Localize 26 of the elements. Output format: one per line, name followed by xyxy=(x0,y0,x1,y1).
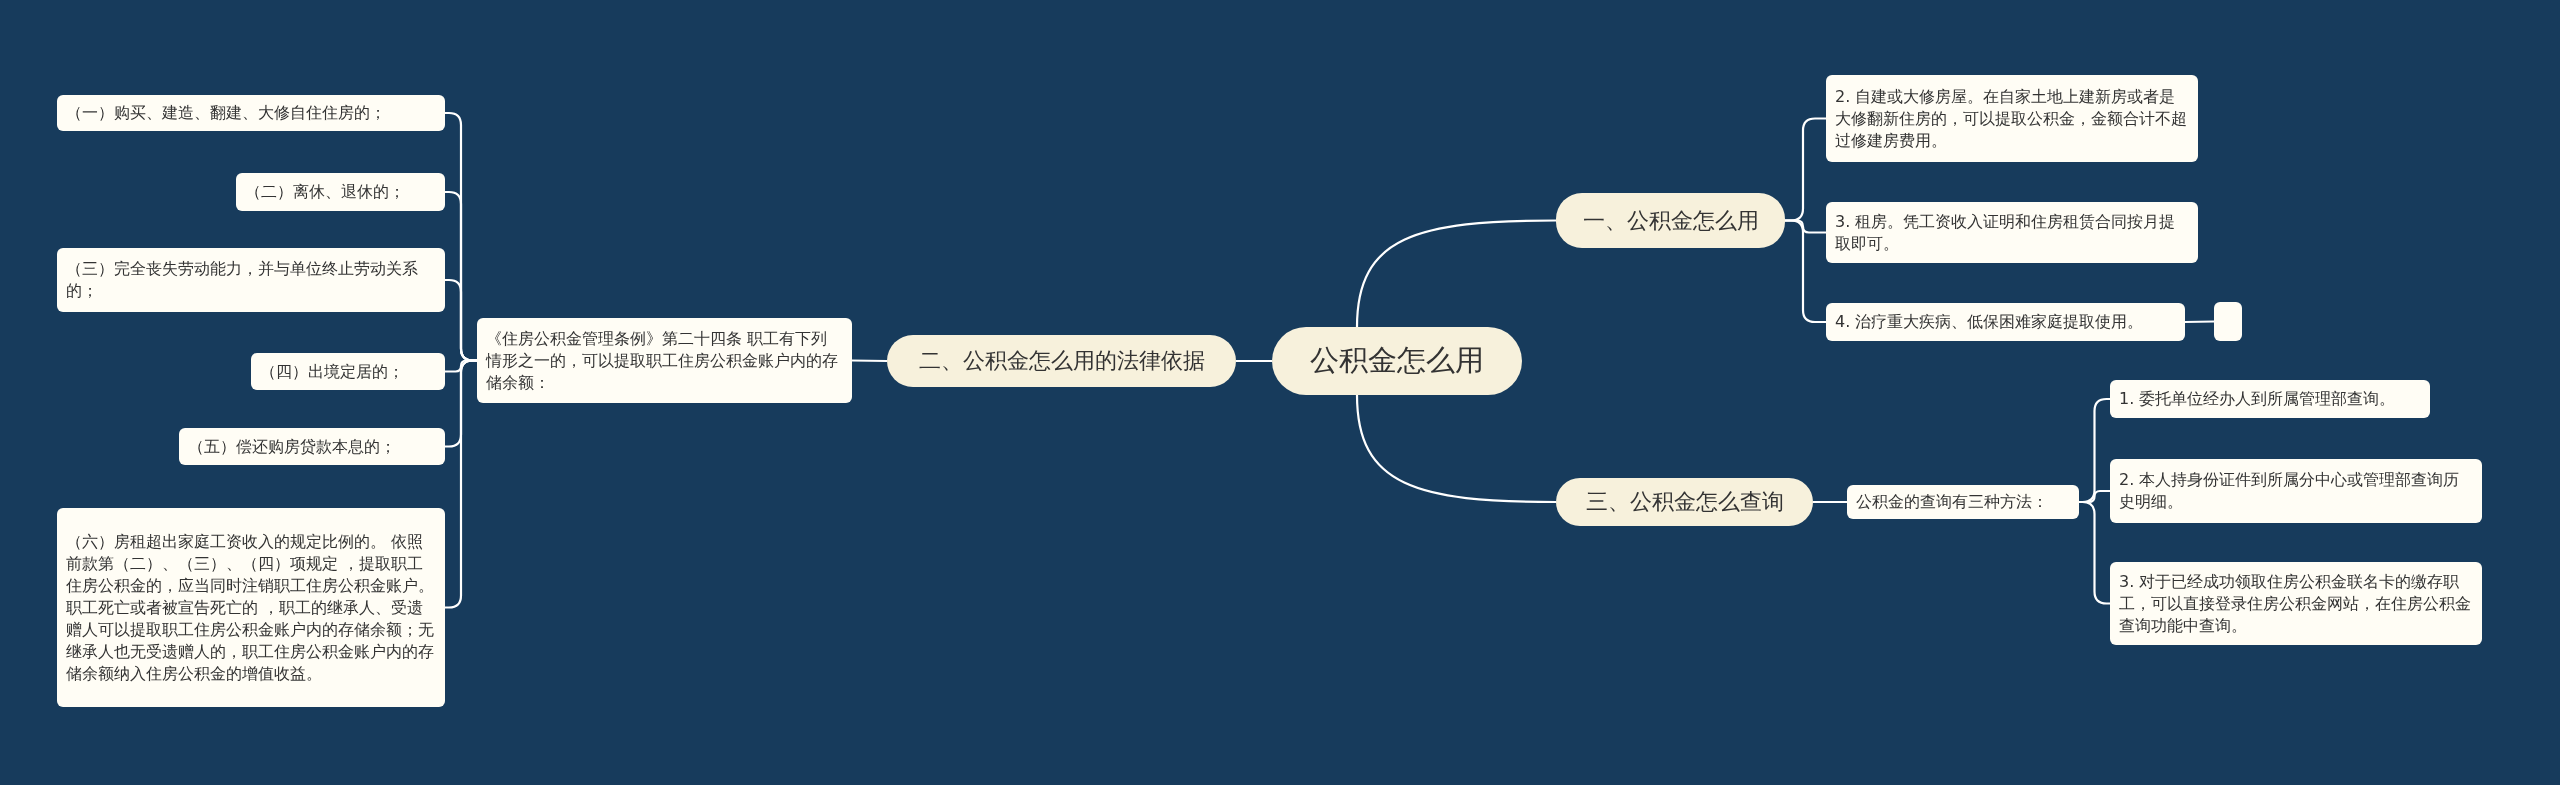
connector-line xyxy=(852,359,887,363)
empty-box xyxy=(2214,302,2242,341)
note-box: （二）离休、退休的； xyxy=(236,173,445,211)
note-box: 1. 委托单位经办人到所属管理部查询。 xyxy=(2110,380,2430,418)
topic-bubble: 三、公积金怎么查询 xyxy=(1556,478,1813,526)
connector-line xyxy=(1785,219,1826,324)
note-box: 3. 对于已经成功领取住房公积金联名卡的缴存职工，可以直接登录住房公积金网站，在住房公积金查询功能中查询。 xyxy=(2110,562,2482,645)
connector-line xyxy=(2185,320,2214,324)
note-box: 3. 租房。凭工资收入证明和住房租赁合同按月提取即可。 xyxy=(1826,202,2198,263)
note-box: 《住房公积金管理条例》第二十四条 职工有下列情形之一的，可以提取职工住房公积金账户内的存储余额： xyxy=(477,318,852,403)
root-bubble: 公积金怎么用 xyxy=(1272,327,1522,395)
note-box: （四）出境定居的； xyxy=(251,353,445,390)
note-box: 4. 治疗重大疾病、低保困难家庭提取使用。 xyxy=(1826,303,2185,341)
connector-line xyxy=(1236,359,1272,363)
topic-bubble: 二、公积金怎么用的法律依据 xyxy=(887,335,1236,387)
note-box: （五）偿还购房贷款本息的； xyxy=(179,428,445,465)
note-box: （三）完全丧失劳动能力，并与单位终止劳动关系的； xyxy=(57,248,445,312)
note-box: 2. 自建或大修房屋。在自家土地上建新房或者是大修翻新住房的，可以提取公积金，金额合计不超过修建房费用。 xyxy=(1826,75,2198,162)
topic-bubble: 一、公积金怎么用 xyxy=(1556,193,1785,248)
connector-line xyxy=(1355,219,1556,328)
note-box: （一）购买、建造、翻建、大修自住住房的； xyxy=(57,95,445,131)
note-box: 公积金的查询有三种方法： xyxy=(1847,485,2079,519)
note-box: （六）房租超出家庭工资收入的规定比例的。 依照前款第（二）、（三）、（四）项规定 ，提取职工住房公积金的，应当同时注销职工住房公积金账户。职工死亡或者被宣告死亡的 ，职工的继承人、受遗赠人可以提取职工住房公积金账户内的存储余额；无继承人也无受遗赠人的，职工住房公积金账户内的存储余额纳入住房公积金的增值收益。 xyxy=(57,508,445,707)
connector-line xyxy=(1355,394,1556,504)
connector-line xyxy=(1813,500,1847,504)
note-box: 2. 本人持身份证件到所属分中心或管理部查询历史明细。 xyxy=(2110,459,2482,523)
